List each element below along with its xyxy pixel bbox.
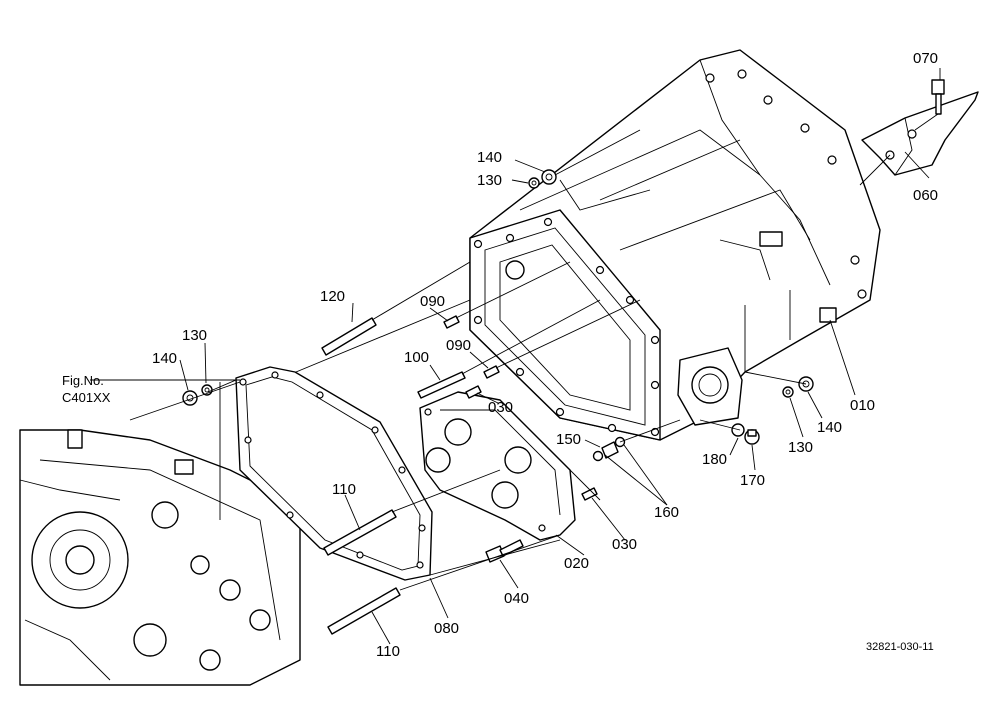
fig-ref-line2: C401XX	[62, 390, 111, 405]
pin-090-upper	[443, 315, 460, 329]
transmission-case-010	[469, 49, 881, 441]
callout-040: 040	[504, 590, 529, 607]
pin-030-upper	[465, 385, 482, 399]
washer-130-right	[782, 386, 794, 398]
o-ring-180	[731, 423, 745, 437]
callout-140-right: 140	[817, 419, 842, 436]
plug-150	[601, 441, 619, 459]
callout-labels: 120 090 090 100 030 130 140 110 110 080 …	[152, 50, 938, 660]
callout-080: 080	[434, 620, 459, 637]
assembly-guide-lines	[90, 113, 939, 591]
callout-150: 150	[556, 431, 581, 448]
callout-140-top: 140	[477, 149, 502, 166]
plug-170	[744, 429, 760, 445]
callout-160: 160	[654, 504, 679, 521]
figure-reference: Fig.No. C401XX	[62, 373, 111, 405]
callout-090-upper: 090	[420, 293, 445, 310]
callout-leaders	[179, 68, 941, 645]
bolt-040	[485, 539, 524, 563]
callout-010: 010	[850, 397, 875, 414]
callout-020: 020	[564, 555, 589, 572]
stud-110-lower	[327, 587, 401, 635]
callout-110-upper: 110	[332, 481, 356, 498]
stud-120	[321, 317, 377, 356]
fig-ref-line1: Fig.No.	[62, 373, 104, 388]
callout-130-left: 130	[182, 327, 207, 344]
callout-070: 070	[913, 50, 938, 67]
drawing-code: 32821-030-11	[866, 641, 934, 653]
gasket-080	[235, 366, 433, 581]
nut-140-top	[541, 169, 557, 185]
callout-110-lower: 110	[376, 643, 400, 660]
callout-100: 100	[404, 349, 429, 366]
adjacent-assembly	[19, 429, 301, 686]
callout-130-top: 130	[477, 172, 502, 189]
callout-060: 060	[913, 187, 938, 204]
bolt-070	[931, 79, 945, 115]
nut-140-left	[182, 390, 198, 406]
callout-090-lower: 090	[446, 337, 471, 354]
callout-140-left: 140	[152, 350, 177, 367]
callout-180: 180	[702, 451, 727, 468]
callout-030-lower: 030	[612, 536, 637, 553]
callout-130-right: 130	[788, 439, 813, 456]
callout-120: 120	[320, 288, 345, 305]
callout-170: 170	[740, 472, 765, 489]
callout-030-upper: 030	[488, 399, 513, 416]
stud-100	[417, 371, 466, 399]
stud-110-upper	[323, 509, 397, 556]
washer-130-top	[528, 177, 540, 189]
bracket-060	[861, 91, 979, 176]
pin-090-lower	[483, 365, 500, 379]
